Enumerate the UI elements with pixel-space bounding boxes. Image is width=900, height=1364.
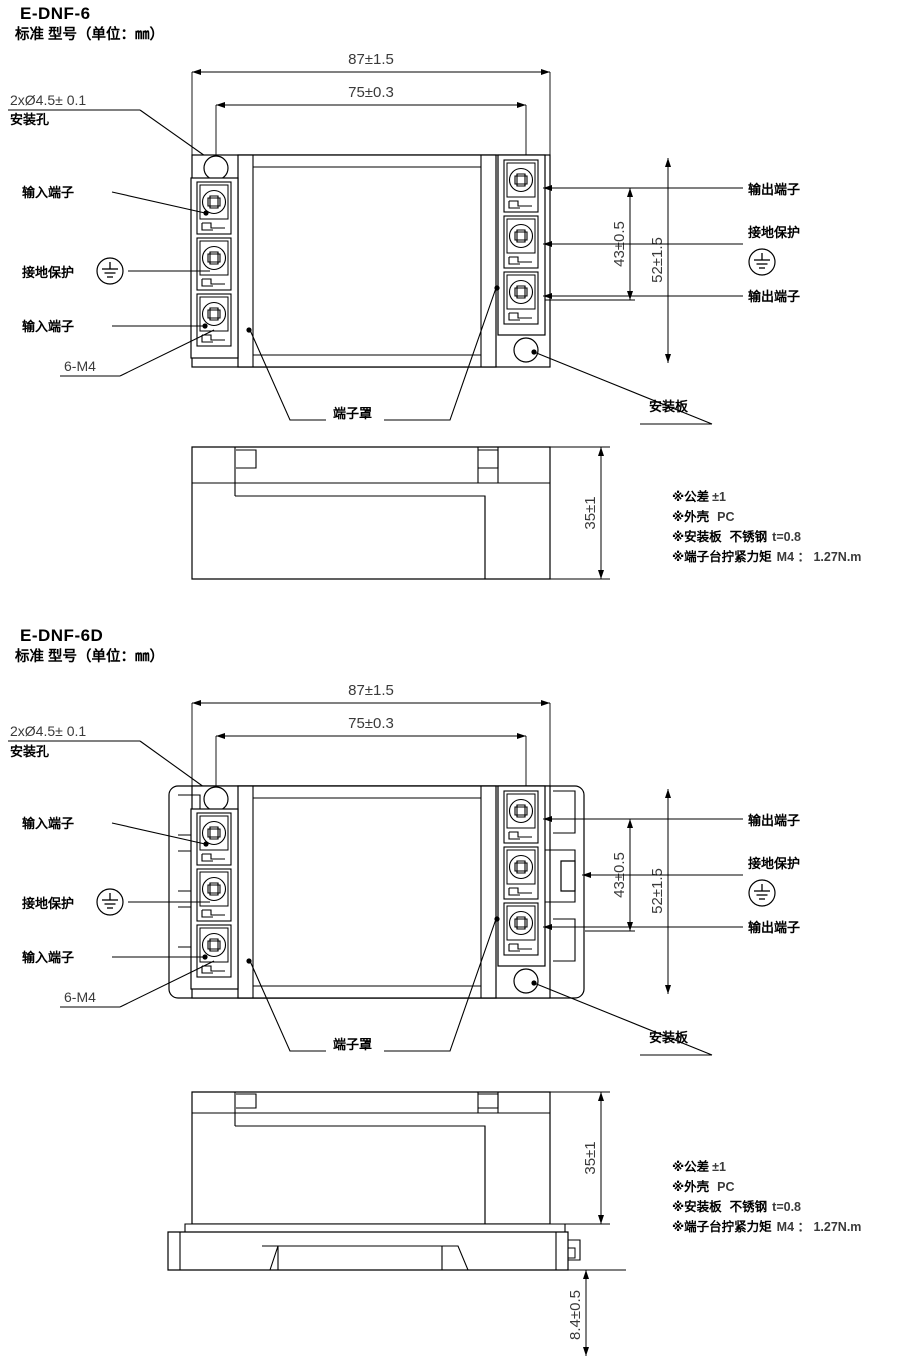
dim-hole-pitch: 75±0.3 (348, 84, 394, 101)
note-value-2: 不锈钢 (730, 1199, 768, 1214)
drawing-e-dnf-6d: E-DNF-6D 标准 型号（单位：㎜） 2xØ4.5± 0.1 安装孔 87±… (8, 626, 861, 1356)
drawing-title: E-DNF-6 (20, 4, 91, 23)
drawing-subtitle: 标准 型号（单位：㎜） (14, 25, 164, 43)
mounting-hole-top-left (203, 786, 229, 812)
label-output-terminal-2: 输出端子 (748, 920, 800, 935)
label-output-terminal-2: 输出端子 (748, 289, 800, 304)
din-rail-clip (560, 860, 576, 892)
label-input-terminal-1: 输入端子 (22, 185, 74, 200)
label-input-terminal-2: 输入端子 (22, 319, 74, 334)
dim-rail-height: 8.4±0.5 (567, 1290, 584, 1340)
dim-side-height: 35±1 (582, 496, 599, 529)
note-label-3: ※端子台拧紧力矩 (672, 549, 772, 564)
svg-text:※公差±1: ※公差±1 (672, 489, 726, 504)
label-terminal-cover: 端子罩 (333, 1037, 372, 1052)
label-input-terminal-2: 输入端子 (22, 950, 74, 965)
hole-note-line2: 安装孔 (10, 744, 49, 759)
note-label-1: ※外壳 (672, 1179, 710, 1194)
note-value-3: M4 ： 1.27N.m (777, 1220, 862, 1234)
label-ground-protection-right: 接地保护 (748, 225, 800, 240)
drawing-title: E-DNF-6D (20, 626, 103, 645)
side-view: 35±1 8.4±0.5 (167, 1091, 626, 1356)
label-mounting-plate: 安装板 (649, 399, 689, 414)
leader-hole (139, 109, 216, 164)
label-input-terminal-1: 输入端子 (22, 816, 74, 831)
side-view: 35±1 (191, 446, 610, 580)
spec-notes: ※公差±1 ※外壳 PC ※安装板不锈钢 t=0.8 ※端子台拧紧力矩 M4 ： 1.… (672, 489, 861, 564)
label-ground-protection-left: 接地保护 (22, 265, 74, 280)
hole-note-line1: 2xØ4.5± 0.1 (10, 723, 86, 739)
din-rail-adapter: 8.4±0.5 (167, 1223, 626, 1356)
note-value-2: 不锈钢 (730, 529, 768, 544)
earth-ground-icon (96, 888, 124, 916)
mounting-hole-bottom-right (513, 337, 539, 363)
mounting-hole-bottom-right (513, 968, 539, 994)
label-output-terminal-1: 输出端子 (748, 182, 800, 197)
housing-body (237, 785, 497, 999)
note-value-1: PC (717, 510, 734, 524)
dim-overall-height: 52±1.5 (649, 237, 666, 283)
housing-body (237, 154, 497, 368)
note-label-2: ※安装板 (672, 529, 722, 544)
label-6-m4: 6-M4 (64, 989, 96, 1005)
hole-note-line1: 2xØ4.5± 0.1 (10, 92, 86, 108)
hole-note-line2: 安装孔 (10, 112, 49, 127)
label-output-terminal-1: 输出端子 (748, 813, 800, 828)
earth-ground-icon (748, 879, 776, 907)
note-value2-2: t=0.8 (772, 530, 801, 544)
note-label-1: ※外壳 (672, 509, 710, 524)
earth-ground-icon (96, 257, 124, 285)
note-value-3: M4 ： 1.27N.m (777, 550, 862, 564)
label-mounting-plate: 安装板 (649, 1030, 689, 1045)
note-value-1: PC (717, 1180, 734, 1194)
dim-overall-width: 87±1.5 (348, 51, 394, 68)
note-label-0: ※公差 (672, 489, 709, 504)
dim-side-height: 35±1 (582, 1141, 599, 1174)
earth-ground-icon (748, 248, 776, 276)
label-ground-protection-right: 接地保护 (748, 856, 800, 871)
note-label-3: ※端子台拧紧力矩 (672, 1219, 772, 1234)
dim-overall-height: 52±1.5 (649, 868, 666, 914)
label-terminal-cover: 端子罩 (333, 406, 372, 421)
label-ground-protection-left: 接地保护 (22, 896, 74, 911)
spec-notes: ※公差±1 ※外壳 PC ※安装板不锈钢 t=0.8 ※端子台拧紧力矩 M4 ： 1.… (672, 1159, 861, 1234)
dim-hole-pitch: 75±0.3 (348, 715, 394, 732)
note-value2-2: t=0.8 (772, 1200, 801, 1214)
mounting-hole-top-left (203, 155, 229, 181)
label-6-m4: 6-M4 (64, 358, 96, 374)
drawing-subtitle: 标准 型号（单位：㎜） (14, 647, 164, 665)
note-label-2: ※安装板 (672, 1199, 722, 1214)
note-value-0: ±1 (712, 490, 726, 504)
drawing-e-dnf-6: E-DNF-6 标准 型号（单位：㎜） 2xØ4.5± 0.1 安装孔 87±1… (8, 4, 861, 580)
note-value-0: ±1 (712, 1160, 726, 1174)
svg-text:※公差±1: ※公差±1 (672, 1159, 726, 1174)
note-label-0: ※公差 (672, 1159, 709, 1174)
dim-overall-width: 87±1.5 (348, 682, 394, 699)
